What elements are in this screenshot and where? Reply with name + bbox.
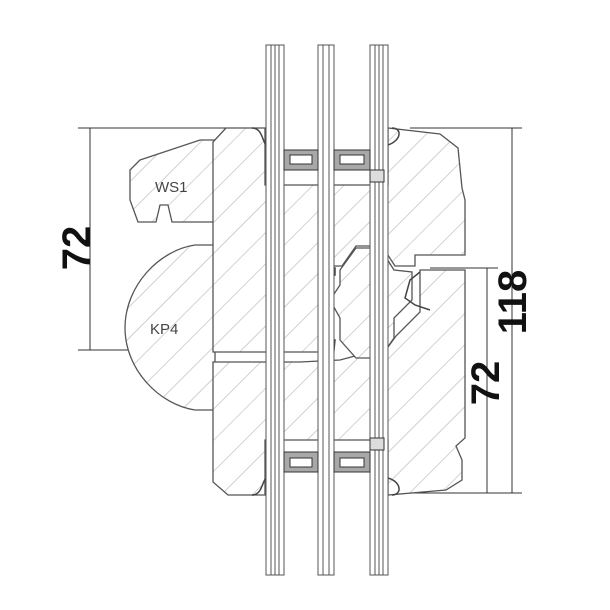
spacers	[283, 149, 385, 473]
kp4-profile	[124, 244, 216, 411]
ws1-profile	[129, 139, 216, 223]
ws1-label: WS1	[155, 179, 188, 196]
kp4-label: KP4	[150, 321, 178, 338]
dimension-left-value: 72	[55, 226, 99, 271]
dimension-right-lower-value: 72	[464, 361, 508, 406]
glass-panes	[265, 44, 389, 576]
dimension-right-total-value: 118	[491, 270, 535, 335]
dimension-right	[410, 127, 522, 494]
